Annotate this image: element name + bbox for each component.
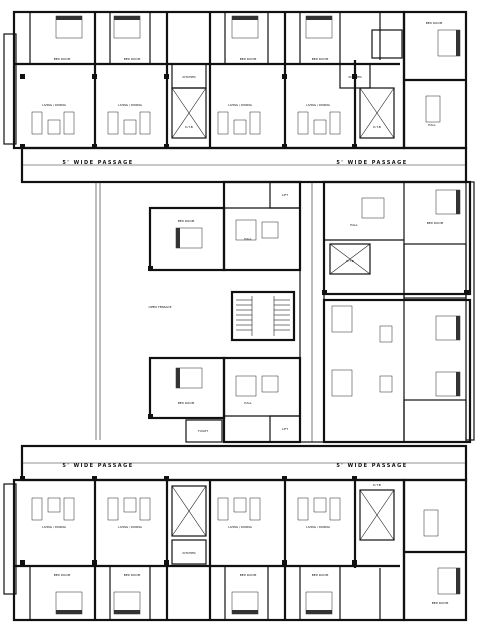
living-label: LIVING / DINING (228, 103, 253, 107)
bottom-passage: 5' WIDE PASSAGE 5' WIDE PASSAGE (20, 444, 468, 482)
hall-label: HALL (350, 223, 358, 227)
living-label: LIVING / DINING (42, 525, 67, 529)
top-passage: 5' WIDE PASSAGE 5' WIDE PASSAGE (20, 146, 468, 184)
duct-label: D.T.B (185, 125, 193, 129)
bedroom-label: BED ROOM (178, 219, 195, 223)
bedroom-label: BED ROOM (124, 573, 141, 577)
living-label: LIVING / DINING (118, 103, 143, 107)
duct-label: D.T.B (346, 259, 354, 263)
structural-columns (20, 74, 469, 565)
living-label: LIVING / DINING (118, 525, 143, 529)
bottom-labels: LIVING / DINING LIVING / DINING LIVING /… (42, 483, 449, 605)
living-label: LIVING / DINING (306, 525, 331, 529)
living-label: LIVING / DINING (228, 525, 253, 529)
stair-treads (236, 296, 290, 336)
bedroom-label: BED ROOM (427, 221, 444, 225)
bedroom-label: BED ROOM (54, 57, 71, 61)
duct-label: D.T.B (373, 483, 381, 487)
top-bedroom-labels: BED ROOM BED ROOM BED ROOM BED ROOM BED … (54, 21, 443, 61)
passage-label: 5' WIDE PASSAGE (336, 463, 407, 469)
passage-label: 5' WIDE PASSAGE (62, 160, 133, 166)
bedroom-label: BED ROOM (312, 573, 329, 577)
top-living-labels: LIVING / DINING LIVING / DINING LIVING /… (42, 75, 436, 129)
open-terrace-label: OPEN TERRACE (148, 305, 171, 309)
bedroom-label: BED ROOM (240, 573, 257, 577)
passage-label: 5' WIDE PASSAGE (336, 160, 407, 166)
top-bedroom-beds (55, 15, 461, 57)
bedroom-label: BED ROOM (240, 57, 257, 61)
centre-core: BED ROOM BED ROOM HALL HALL HALL LIFT LI… (95, 180, 475, 444)
toilet-label: TOILET (197, 429, 209, 433)
bedroom-label: BED ROOM (312, 57, 329, 61)
living-label: LIVING / DINING (306, 103, 331, 107)
kitchen-label: KITCHEN (183, 75, 196, 79)
lift-label: LIFT (282, 193, 288, 197)
bedroom-label: BED ROOM (432, 601, 449, 605)
bottom-furniture (31, 497, 461, 615)
hall-label: HALL (428, 123, 436, 127)
hall-label: HALL (244, 237, 252, 241)
living-label: LIVING / DINING (42, 103, 67, 107)
top-wing (3, 10, 468, 150)
top-living-furniture (31, 95, 441, 135)
kitchen-label: KITCHEN (183, 551, 196, 555)
hall-label: HALL (244, 401, 252, 405)
passage-label: 5' WIDE PASSAGE (62, 463, 133, 469)
bedroom-label: BED ROOM (178, 401, 195, 405)
bottom-wing (3, 478, 468, 622)
bedroom-label: BED ROOM (124, 57, 141, 61)
duct-label: D.T.B (373, 125, 381, 129)
bedroom-label: BED ROOM (54, 573, 71, 577)
bedroom-label: BED ROOM (426, 21, 443, 25)
lift-label: LIFT (282, 427, 288, 431)
